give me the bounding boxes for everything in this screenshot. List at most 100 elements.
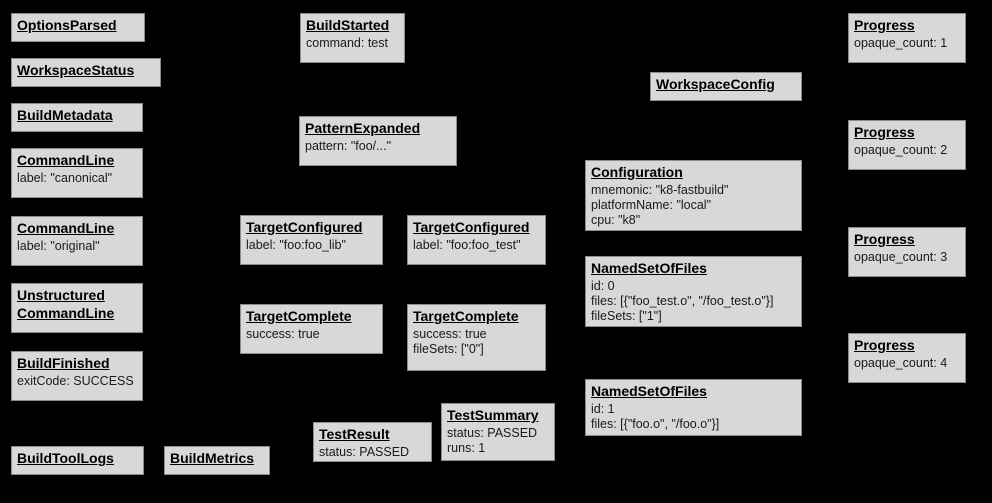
node-build-metadata[interactable]: BuildMetadata [11,103,143,132]
node-title-wrap: Progress [854,124,960,142]
node-title-wrap: TargetComplete [246,308,377,326]
node-title-wrap: TargetComplete [413,308,540,326]
node-title-line: CommandLine [17,305,137,323]
node-title-line: TestSummary [447,407,549,425]
node-attributes: label: "canonical" [17,171,137,186]
node-title-line: BuildStarted [306,17,399,35]
node-title: Progress [854,124,915,140]
node-title: NamedSetOfFiles [591,383,707,399]
node-workspace-config[interactable]: WorkspaceConfig [650,72,802,101]
node-attribute: success: true [413,327,487,341]
node-title-wrap: OptionsParsed [17,17,139,35]
node-attribute: label: "foo:foo_lib" [246,238,346,252]
node-attributes: command: test [306,36,399,51]
node-attribute: id: 1 [591,402,615,416]
node-title: CommandLine [17,305,115,321]
node-title: Unstructured [17,287,105,303]
node-attributes: opaque_count: 4 [854,356,960,371]
node-attribute: label: "canonical" [17,171,113,185]
node-title: PatternExpanded [305,120,421,136]
node-options-parsed[interactable]: OptionsParsed [11,13,145,42]
node-attribute: label: "original" [17,239,100,253]
node-title-line: WorkspaceConfig [656,76,796,94]
node-progress-2[interactable]: Progress opaque_count: 2 [848,120,966,170]
node-attribute: files: [{"foo_test.o", "/foo_test.o"}] [591,294,774,308]
node-title-line: TargetComplete [413,308,540,326]
node-title-wrap: TargetConfigured [246,219,377,237]
node-attribute: opaque_count: 4 [854,356,948,370]
node-command-line-canonical[interactable]: CommandLine label: "canonical" [11,148,143,198]
node-title: TargetComplete [246,308,352,324]
node-attributes: label: "foo:foo_lib" [246,238,377,253]
node-title-wrap: Progress [854,17,960,35]
node-title-line: TargetConfigured [246,219,377,237]
node-title: BuildStarted [306,17,390,33]
node-attribute: opaque_count: 2 [854,143,948,157]
node-attribute: fileSets: ["1"] [591,309,662,323]
node-title: NamedSetOfFiles [591,260,707,276]
node-build-started[interactable]: BuildStarted command: test [300,13,405,63]
node-attribute: pattern: "foo/..." [305,139,392,153]
node-title: TargetConfigured [413,219,530,235]
node-title-line: WorkspaceStatus [17,62,155,80]
node-attributes: pattern: "foo/..." [305,139,451,154]
node-title: BuildToolLogs [17,450,114,466]
node-title-wrap: CommandLine [17,220,137,238]
node-title: WorkspaceStatus [17,62,135,78]
node-title-line: Progress [854,231,960,249]
node-title: TargetConfigured [246,219,363,235]
node-pattern-expanded[interactable]: PatternExpanded pattern: "foo/..." [299,116,457,166]
node-title-wrap: NamedSetOfFiles [591,260,796,278]
node-target-configured-test[interactable]: TargetConfigured label: "foo:foo_test" [407,215,546,265]
node-title: Progress [854,17,915,33]
node-title: OptionsParsed [17,17,117,33]
node-title-wrap: TestResult [319,426,426,444]
node-title-wrap: Progress [854,231,960,249]
node-title-wrap: BuildMetrics [170,450,264,468]
node-build-tool-logs[interactable]: BuildToolLogs [11,446,144,475]
node-title-line: CommandLine [17,220,137,238]
node-title-wrap: Progress [854,337,960,355]
node-title-line: OptionsParsed [17,17,139,35]
node-title-line: Progress [854,17,960,35]
node-title: TestSummary [447,407,539,423]
node-title: BuildMetrics [170,450,255,466]
node-title-line: NamedSetOfFiles [591,260,796,278]
node-title: TargetComplete [413,308,519,324]
node-title: BuildFinished [17,355,110,371]
node-attributes: status: PASSED [319,445,426,460]
node-title: CommandLine [17,152,115,168]
node-title: TestResult [319,426,390,442]
node-build-metrics[interactable]: BuildMetrics [164,446,270,475]
node-title-line: Unstructured [17,287,137,305]
node-title: Progress [854,231,915,247]
node-attribute: label: "foo:foo_test" [413,238,521,252]
node-test-result[interactable]: TestResult status: PASSED [313,422,432,462]
node-title: Configuration [591,164,683,180]
node-attribute: runs: 1 [447,441,486,455]
node-workspace-status[interactable]: WorkspaceStatus [11,58,161,87]
node-title-wrap: TargetConfigured [413,219,540,237]
node-title-line: Progress [854,337,960,355]
node-attribute: files: [{"foo.o", "/foo.o"}] [591,417,720,431]
node-title-line: TestResult [319,426,426,444]
node-title-wrap: WorkspaceStatus [17,62,155,80]
node-target-configured-lib[interactable]: TargetConfigured label: "foo:foo_lib" [240,215,383,265]
node-title-line: Configuration [591,164,796,182]
